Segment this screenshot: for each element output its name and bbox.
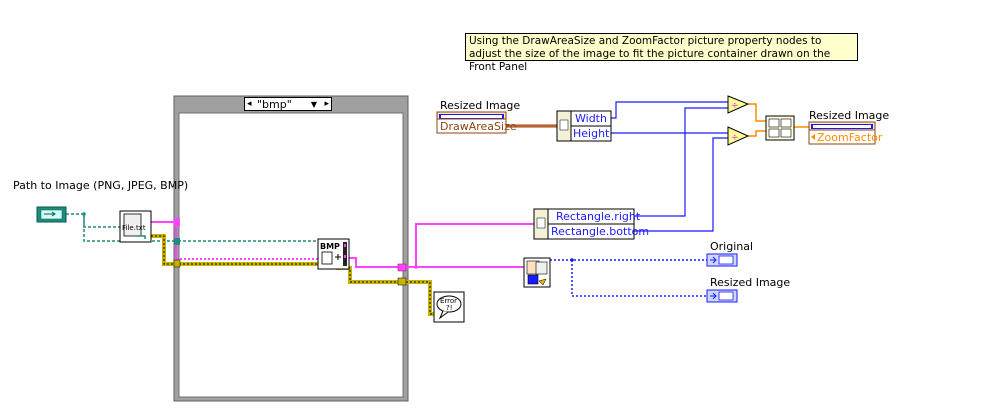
svg-text:Width: Width <box>575 112 607 125</box>
picture-tunnel-out <box>397 263 407 272</box>
resized-image-indicator-label: Resized Image <box>710 276 790 289</box>
svg-text:ZoomFactor: ZoomFactor <box>817 131 883 144</box>
svg-text:?!: ?! <box>446 304 453 312</box>
svg-text:Error: Error <box>440 297 457 305</box>
svg-text:BMP: BMP <box>320 242 340 251</box>
divide-node-bottom[interactable]: ÷ <box>727 126 750 146</box>
comment-note: Using the DrawAreaSize and ZoomFactor pi… <box>465 33 858 73</box>
svg-text:÷: ÷ <box>731 101 739 111</box>
svg-text:÷: ÷ <box>731 133 739 143</box>
svg-text:Rectangle.bottom: Rectangle.bottom <box>551 225 649 238</box>
path-tunnel-in <box>174 238 180 245</box>
image-out-wires <box>550 259 707 297</box>
draw-area-size-node[interactable]: DrawAreaSize <box>436 111 517 134</box>
case-structure[interactable] <box>173 95 409 402</box>
svg-text:File.txt: File.txt <box>122 224 146 232</box>
svg-text:Height: Height <box>573 127 610 140</box>
case-selector-value: "bmp" <box>257 98 292 111</box>
wire-junction <box>570 258 574 262</box>
case-next-arrow[interactable]: ▸ <box>324 99 329 109</box>
path-wire <box>66 213 318 242</box>
path-control-terminal[interactable] <box>36 206 67 223</box>
picture-function-icon[interactable] <box>523 257 551 288</box>
resized-image-indicator[interactable] <box>706 289 738 303</box>
case-prev-arrow[interactable]: ◂ <box>247 99 252 109</box>
resized-image-label-right: Resized Image <box>809 109 889 122</box>
error-handler-icon[interactable]: Error ?! <box>433 291 465 323</box>
numeric-wires <box>611 101 728 232</box>
original-indicator-label: Original <box>710 240 753 253</box>
resized-image-label-left: Resized Image <box>440 99 520 112</box>
wire-junction <box>82 212 86 216</box>
original-indicator[interactable] <box>706 253 738 267</box>
divide-node-top[interactable]: ÷ <box>727 95 750 114</box>
min-max-node[interactable] <box>765 115 795 141</box>
svg-text:DrawAreaSize: DrawAreaSize <box>440 120 517 133</box>
wire-junction <box>414 265 418 269</box>
error-tunnel-in <box>173 259 181 268</box>
bmp-reader-icon[interactable]: BMP <box>317 238 350 270</box>
svg-text:Rectangle.right: Rectangle.right <box>556 210 641 223</box>
size-unbundle-node[interactable]: Width Height <box>556 110 612 142</box>
rect-unbundle-node[interactable]: Rectangle.right Rectangle.bottom <box>533 208 649 240</box>
case-selector[interactable]: ◂ "bmp" ▼ ▸ <box>244 97 332 111</box>
float-wires <box>748 103 809 137</box>
path-control-label: Path to Image (PNG, JPEG, BMP) <box>13 179 188 192</box>
file-ext-icon[interactable]: File.txt <box>119 210 152 243</box>
error-tunnel-out <box>397 277 407 286</box>
case-dropdown-icon[interactable]: ▼ <box>310 100 317 109</box>
zoom-factor-node[interactable]: ZoomFactor <box>808 121 883 145</box>
picture-tunnel-in <box>174 218 180 226</box>
